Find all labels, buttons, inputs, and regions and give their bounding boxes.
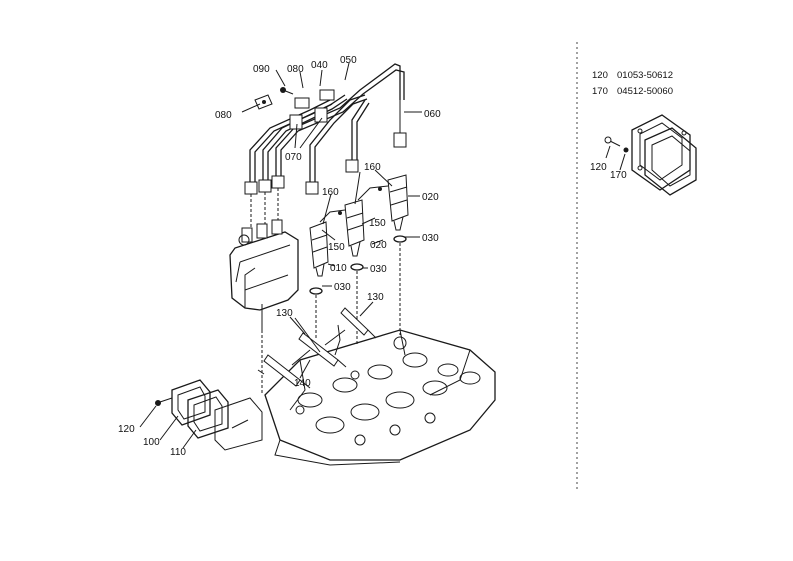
callout-130-left: 130 [276,308,293,319]
callout-150-left: 150 [328,242,345,253]
washers [309,235,407,345]
cylinder-head [264,329,496,466]
callout-140: 140 [294,378,311,389]
injection-pump [229,219,299,395]
callout-070: 070 [285,152,302,163]
callout-160-right: 160 [364,162,381,173]
nozzle-1 [309,221,329,277]
callout-130-right: 130 [367,292,384,303]
side-cover-plate [214,397,263,451]
detail-cover [604,114,697,196]
leak-off-pipes [319,185,389,223]
callout-160-left: 160 [322,187,339,198]
injection-pipes [244,63,407,228]
callout-030-mid: 030 [370,264,387,275]
callout-050: 050 [340,55,357,66]
callout-120: 120 [118,424,135,435]
detail-callout-170: 170 [610,170,627,181]
clamp-bolt [254,87,294,110]
callout-010: 010 [330,263,347,274]
callout-150-right: 150 [369,218,386,229]
callout-labels: 090 080 040 050 060 080 070 160 160 020 … [118,55,441,458]
nozzle-2 [344,199,365,257]
detail-callout-120: 120 [590,162,607,173]
callout-040: 040 [311,60,328,71]
callout-020-right: 020 [422,192,439,203]
legend-part-170: 04512-50060 [617,86,673,97]
legend-ref-170: 170 [592,86,608,97]
legend-ref-120: 120 [592,70,608,81]
callout-020-mid: 020 [370,240,387,251]
callout-leaders [139,62,422,449]
legend-part-120: 01053-50612 [617,70,673,81]
callout-060: 060 [424,109,441,120]
callout-090: 090 [253,64,270,75]
glow-plugs [257,307,377,389]
detail-labels: 120 170 [590,162,627,181]
callout-080-left: 080 [215,110,232,121]
callout-080-top: 080 [287,64,304,75]
side-cover-gaskets [155,379,229,439]
callout-110: 110 [170,447,186,458]
part-legend: 120 01053-50612 170 04512-50060 [592,70,673,97]
callout-100: 100 [143,437,160,448]
callout-030-right: 030 [422,233,439,244]
nozzle-3 [387,174,409,231]
callout-030-left: 030 [334,282,351,293]
